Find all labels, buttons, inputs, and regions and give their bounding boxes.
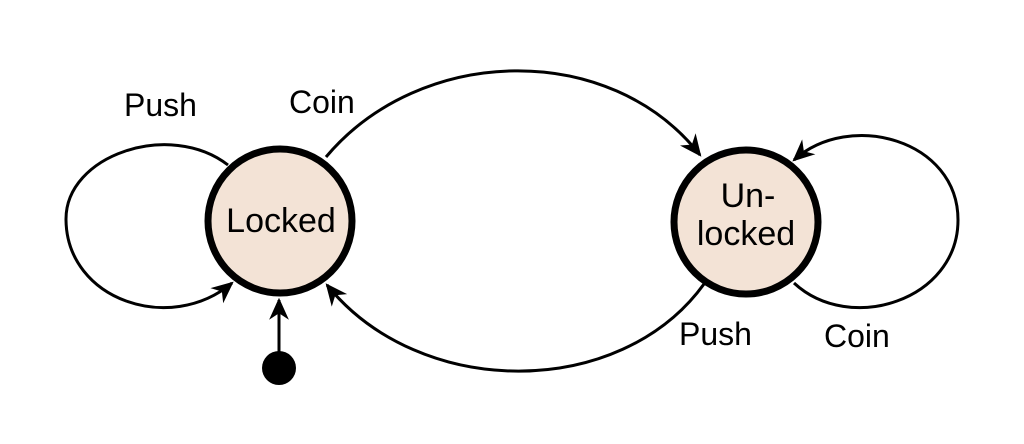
state-unlocked-label-line2: locked — [697, 215, 795, 253]
transition-unlocked-to-locked-push — [325, 283, 706, 373]
initial-state-dot — [262, 351, 296, 385]
state-unlocked — [670, 146, 822, 298]
state-locked — [204, 145, 356, 297]
transition-locked-to-unlocked-coin — [324, 69, 702, 158]
transition-unlocked-coin-loop — [792, 134, 960, 309]
label-locked-to-unlocked-coin: Coin — [289, 84, 355, 120]
label-unlocked-coin: Coin — [824, 318, 890, 354]
label-unlocked-to-locked-push: Push — [679, 316, 752, 352]
label-locked-push: Push — [124, 87, 197, 123]
state-locked-label: Locked — [226, 202, 336, 240]
state-unlocked-label-line1: Un- — [721, 177, 776, 215]
transition-locked-push-loop — [64, 143, 234, 309]
